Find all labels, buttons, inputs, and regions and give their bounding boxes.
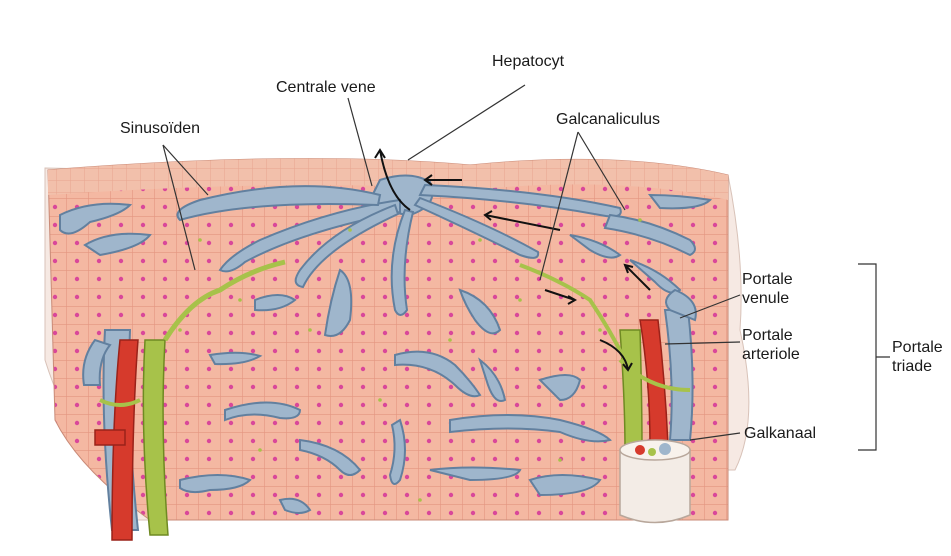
portale-triade-bracket bbox=[858, 264, 890, 450]
label-galkanaal: Galkanaal bbox=[744, 424, 816, 443]
label-portale-triade: Portale triade bbox=[892, 338, 943, 376]
label-centrale-vene: Centrale vene bbox=[276, 78, 376, 97]
label-portale-venule: Portale venule bbox=[742, 270, 793, 308]
galkanaal-cylinder bbox=[620, 440, 690, 523]
leader-hepatocyt bbox=[408, 85, 525, 160]
label-galcanaliculus: Galcanaliculus bbox=[556, 110, 660, 129]
label-hepatocyt: Hepatocyt bbox=[492, 52, 564, 71]
label-sinusoiden: Sinusoïden bbox=[120, 119, 200, 138]
label-portale-arteriole: Portale arteriole bbox=[742, 326, 800, 364]
